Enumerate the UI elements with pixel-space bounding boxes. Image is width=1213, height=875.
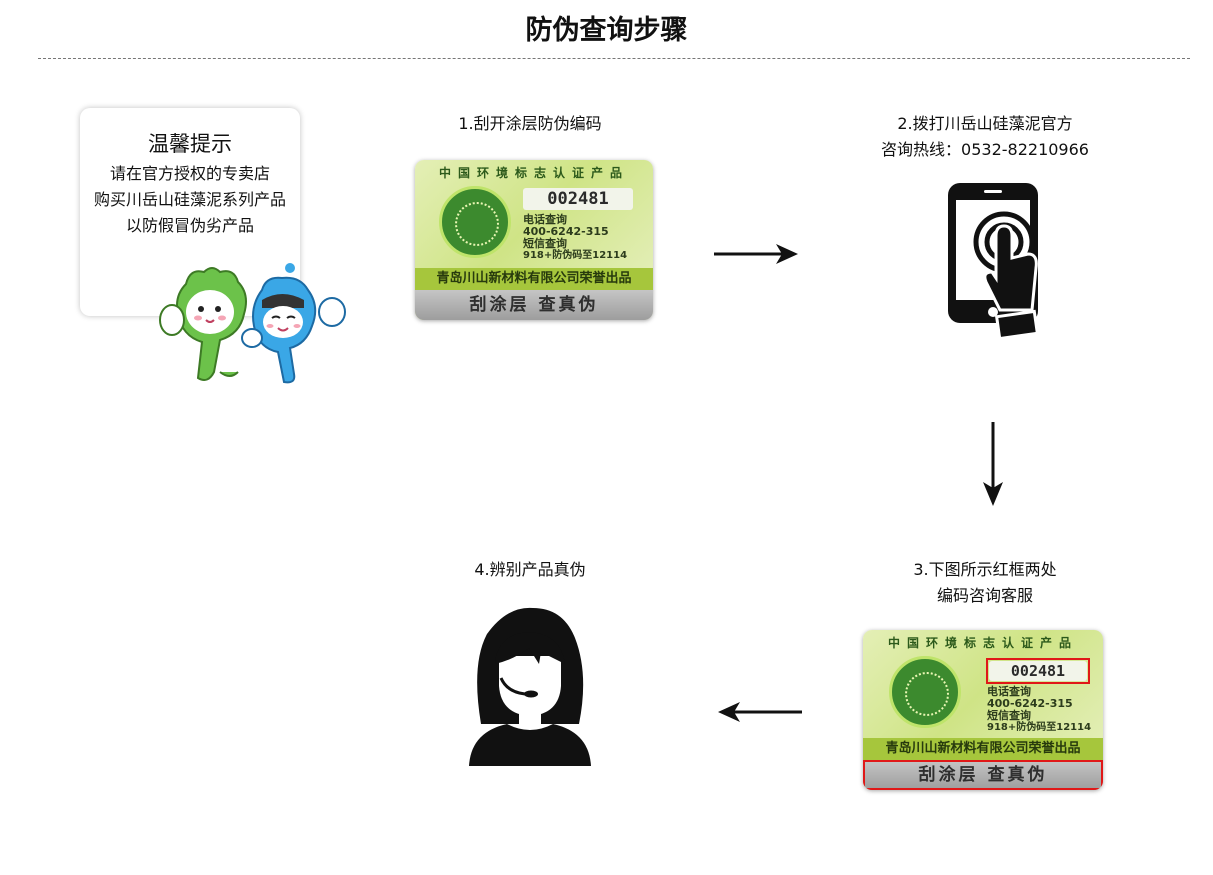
tip-line: 以防假冒伪劣产品: [125, 216, 254, 235]
environment-logo-icon: [889, 656, 961, 728]
label-code: 002481: [989, 661, 1087, 681]
label-sms: 918+防伪码至12114: [987, 722, 1092, 733]
step2-label-line2: 咨询热线：0532-82210966: [881, 140, 1089, 159]
step3-label-line1: 3.下图所示红框两处: [913, 560, 1057, 579]
label-sms: 918+防伪码至12114: [523, 250, 628, 261]
anti-fake-label-image: 中国环境标志认证产品 002481 电话查询 400-6242-315 短信查询…: [415, 160, 653, 320]
label-maker: 青岛川山新材料有限公司荣誉出品: [863, 738, 1103, 760]
step1-label: 1.刮开涂层防伪编码: [458, 114, 602, 133]
label-maker: 青岛川山新材料有限公司荣誉出品: [415, 268, 653, 290]
smartphone-touch-icon: [948, 183, 1040, 341]
customer-service-agent-icon: [469, 607, 591, 766]
anti-fake-label-highlighted-image: 中国环境标志认证产品 002481 电话查询 400-6242-315 短信查询…: [863, 630, 1103, 790]
environment-logo-icon: [439, 186, 511, 258]
label-phone: 400-6242-315: [987, 697, 1073, 710]
tip-title: 温馨提示: [148, 132, 232, 156]
arrow-down-icon: [983, 422, 1003, 506]
page-title: 防伪查询步骤: [525, 15, 688, 46]
mascot-characters-illustration: [159, 263, 346, 384]
label-scratch-area: 刮涂层 查真伪: [863, 760, 1103, 790]
label-code: 002481: [523, 188, 633, 210]
code-highlight-box: [986, 658, 1090, 684]
label-header: 中国环境标志认证产品: [887, 636, 1078, 650]
arrow-right-icon: [714, 244, 798, 264]
label-phone-title: 电话查询: [523, 213, 567, 226]
label-phone-title: 电话查询: [987, 685, 1031, 698]
tip-line: 购买川岳山硅藻泥系列产品: [93, 190, 286, 209]
label-phone: 400-6242-315: [523, 225, 609, 238]
arrow-left-icon: [718, 702, 802, 722]
step3-label-line2: 编码咨询客服: [936, 586, 1033, 605]
label-scratch-area: 刮涂层 查真伪: [415, 290, 653, 320]
label-sms-title: 短信查询: [523, 237, 567, 250]
scratch-highlight-box: [863, 760, 1103, 790]
label-header: 中国环境标志认证产品: [438, 166, 629, 180]
step2-label-line1: 2.拨打川岳山硅藻泥官方: [897, 114, 1073, 133]
label-sms-title: 短信查询: [987, 709, 1031, 722]
tip-line: 请在官方授权的专卖店: [109, 164, 270, 183]
dashed-divider: [38, 58, 1190, 59]
step4-label: 4.辨别产品真伪: [474, 560, 586, 579]
